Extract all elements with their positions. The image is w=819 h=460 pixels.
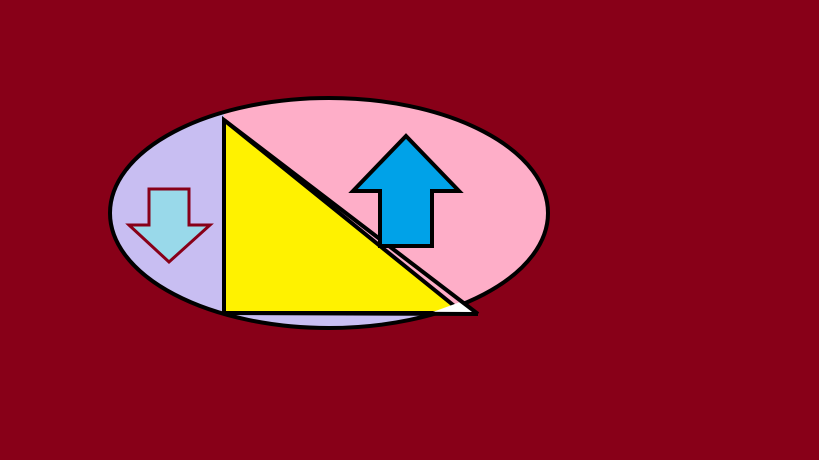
up-arrow-icon <box>348 133 464 248</box>
triangle-tip-base <box>223 311 479 316</box>
triangle-tip-edge <box>222 118 480 316</box>
down-arrow-icon <box>125 187 214 265</box>
ellipse <box>108 96 550 330</box>
